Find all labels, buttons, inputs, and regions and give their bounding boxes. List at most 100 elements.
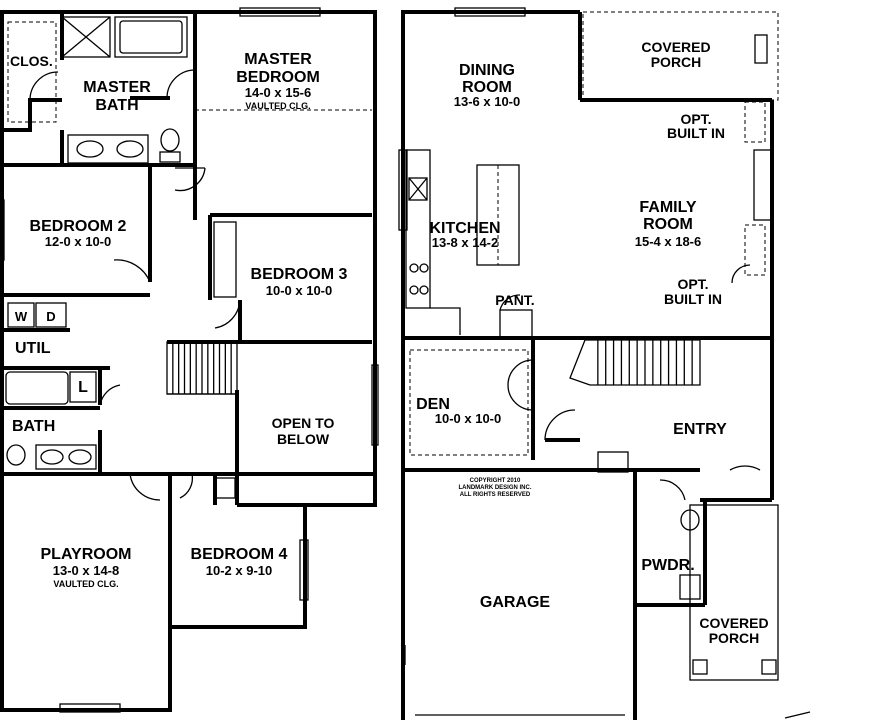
- door-swing: [659, 479, 686, 501]
- opt-built-in-label: OPT.: [680, 111, 711, 127]
- bedroom4-label: BEDROOM 4: [191, 546, 288, 563]
- util-label: UTIL: [15, 340, 51, 357]
- door-swing: [544, 409, 576, 441]
- bath-vanity: [35, 444, 97, 470]
- window: [299, 539, 309, 601]
- dining-room-label: DINING: [459, 62, 515, 79]
- dryer-box: [35, 302, 67, 328]
- stair-treads: [172, 342, 232, 394]
- main-floor-labels: DINING ROOM 13-6 x 10-0 COVERED PORCH OP…: [416, 39, 769, 646]
- dining-room-size: 13-6 x 10-0: [454, 94, 521, 109]
- master-bath-label: BATH: [95, 97, 138, 114]
- washer-box: [7, 302, 35, 328]
- open-to-below-label: OPEN TO: [272, 415, 335, 431]
- kitchen-sink: [408, 177, 428, 201]
- shower: [61, 16, 111, 58]
- covered-porch-label: PORCH: [709, 630, 760, 646]
- stair-wall: [569, 339, 591, 386]
- covered-porch-top: [582, 11, 779, 101]
- shower-mark: [61, 16, 111, 58]
- open-to-below-label: BELOW: [277, 431, 330, 447]
- main-floor-outline: [401, 10, 580, 720]
- window: [59, 703, 121, 713]
- burner: [419, 285, 429, 295]
- den-ceiling: [409, 349, 529, 456]
- playroom-size: 13-0 x 14-8: [53, 563, 120, 578]
- kitchen-size: 13-8 x 14-2: [432, 235, 499, 250]
- powder-label: PWDR.: [641, 557, 694, 574]
- covered-porch-bottom: [689, 504, 779, 681]
- master-bedroom-label: MASTER: [244, 51, 312, 68]
- sink: [40, 449, 64, 465]
- window: [371, 364, 379, 446]
- logo-mark: [784, 711, 811, 719]
- burner: [409, 285, 419, 295]
- window: [398, 149, 408, 231]
- fireplace: [753, 149, 773, 221]
- sink: [116, 140, 144, 158]
- main-floor: [398, 7, 811, 720]
- bathtub: [5, 371, 69, 405]
- entry-label: ENTRY: [673, 421, 727, 438]
- window: [454, 7, 526, 17]
- bedroom4-closet: [214, 477, 236, 499]
- door-swing: [214, 299, 241, 329]
- bedroom4-size: 10-2 x 9-10: [206, 563, 273, 578]
- pantry-label: PANT.: [495, 292, 534, 308]
- playroom-label: PLAYROOM: [41, 546, 132, 563]
- bedroom3-size: 10-0 x 10-0: [266, 283, 333, 298]
- den-size: 10-0 x 10-0: [435, 411, 502, 426]
- upper-floor-outline: [0, 10, 377, 476]
- opt-built-in-label: BUILT IN: [667, 125, 725, 141]
- washer-label: W: [15, 309, 28, 324]
- bedroom2-size: 12-0 x 10-0: [45, 234, 112, 249]
- window: [239, 7, 321, 17]
- covered-porch-label: PORCH: [651, 54, 702, 70]
- covered-porch-label: COVERED: [641, 39, 710, 55]
- master-bedroom-label: BEDROOM: [236, 69, 320, 86]
- bedroom3-label: BEDROOM 3: [251, 266, 348, 283]
- opt-built-in-bottom: [744, 224, 766, 276]
- den-door: [507, 384, 534, 411]
- burner: [409, 263, 419, 273]
- linen-closet: [69, 371, 97, 403]
- porch-post: [761, 659, 777, 675]
- opt-built-in-label: OPT.: [677, 276, 708, 292]
- upper-floor-lower-outline: [0, 474, 377, 712]
- sink: [68, 449, 92, 465]
- den-label: DEN: [416, 396, 450, 413]
- copyright-label: ALL RIGHTS RESERVED: [460, 492, 531, 498]
- door-swing: [731, 264, 751, 284]
- kitchen-counter: [405, 149, 431, 309]
- door-swing: [29, 71, 59, 101]
- closet-label: CLOS.: [10, 53, 53, 69]
- garage-step: [597, 451, 629, 473]
- pantry: [499, 309, 533, 339]
- door-swing: [729, 465, 761, 471]
- den-door: [507, 359, 534, 386]
- door-swing: [113, 259, 151, 283]
- toilet-tank: [159, 151, 181, 163]
- door-swing: [499, 294, 521, 311]
- sink: [76, 140, 104, 158]
- copyright-label: COPYRIGHT 2010: [470, 478, 521, 484]
- garage-label: GARAGE: [480, 594, 551, 611]
- master-bath-label: MASTER: [83, 79, 151, 96]
- toilet: [6, 444, 26, 466]
- bedroom3-closet: [213, 221, 237, 298]
- vanity: [67, 134, 149, 164]
- family-room-size: 15-4 x 18-6: [635, 234, 702, 249]
- burner: [419, 263, 429, 273]
- door-swing: [179, 473, 194, 499]
- closet-walls: [2, 98, 62, 132]
- playroom-note: VAULTED CLG.: [53, 579, 118, 589]
- porch-post: [754, 34, 768, 64]
- tub-inner: [119, 20, 183, 54]
- door-swing: [174, 167, 206, 192]
- opt-built-in-label: BUILT IN: [664, 291, 722, 307]
- kitchen-counter-bottom: [430, 307, 461, 335]
- sink-mark: [408, 177, 428, 201]
- door-swing: [99, 384, 121, 406]
- opt-built-in-top: [744, 101, 766, 143]
